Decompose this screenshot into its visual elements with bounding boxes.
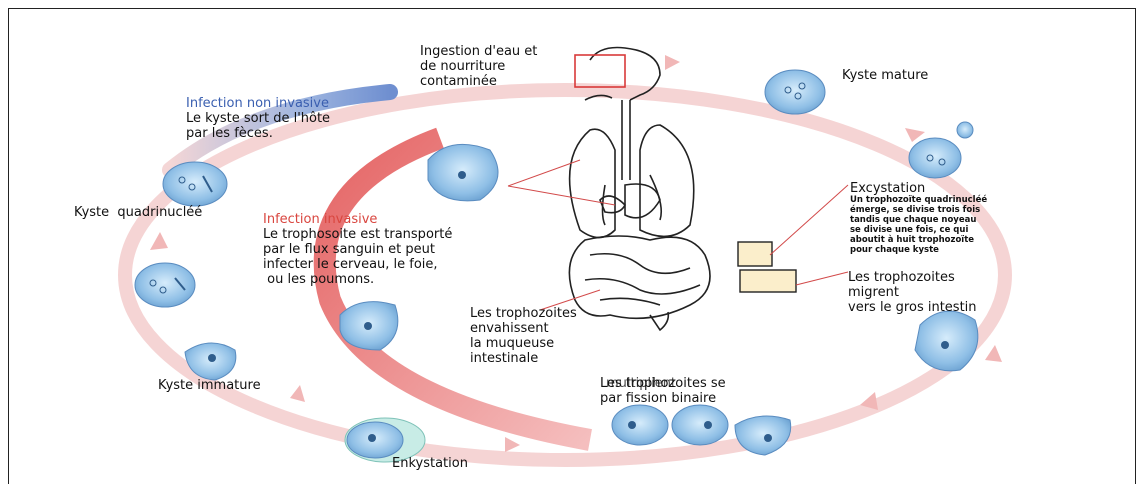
label-ingestion: Ingestion d'eau et de nourriture contami… [420,44,537,89]
trophozoite-invasive-top [428,144,498,200]
cyst-mature [765,70,825,114]
label-kyste-quadrinuclee: Kyste quadrinucléé [74,205,202,220]
quadrinucleate-cyst-lower [135,263,195,307]
label-infection-invasive: Infection invasive [263,212,377,227]
label-enkystation: Enkystation [392,456,468,471]
label-multiplication-overlay: multiplient [606,376,676,391]
label-excystation-text: Un trophozoïte quadrinucléé émerge, se d… [850,195,987,255]
label-infection-non-invasive: Infection non invasive [186,96,329,111]
binary-fission-cells [612,405,728,445]
trophozoite-right [915,311,978,371]
label-kyste-immature: Kyste immature [158,378,261,393]
trophozoite-invasive-mid [340,302,398,350]
intestine-highlight [740,270,796,292]
label-trophozoites-envahissent: Les trophozoites envahissent la muqueuse… [470,306,577,366]
label-excystation: Excystation [850,181,925,196]
label-invasive-text: Le trophosoite est transporté par le flu… [263,227,452,287]
quadrinucleate-cyst-upper [163,162,227,206]
excystation-cell [909,122,973,178]
mouth-highlight-box [575,55,625,87]
stomach-highlight [738,242,772,266]
pointer-lines [508,160,848,310]
label-trophozoites-migrent: Les trophozoites migrent vers le gros in… [848,270,977,315]
label-non-invasive-text: Le kyste sort de l'hôte par les fèces. [186,111,330,141]
label-kyste-mature: Kyste mature [842,68,928,83]
